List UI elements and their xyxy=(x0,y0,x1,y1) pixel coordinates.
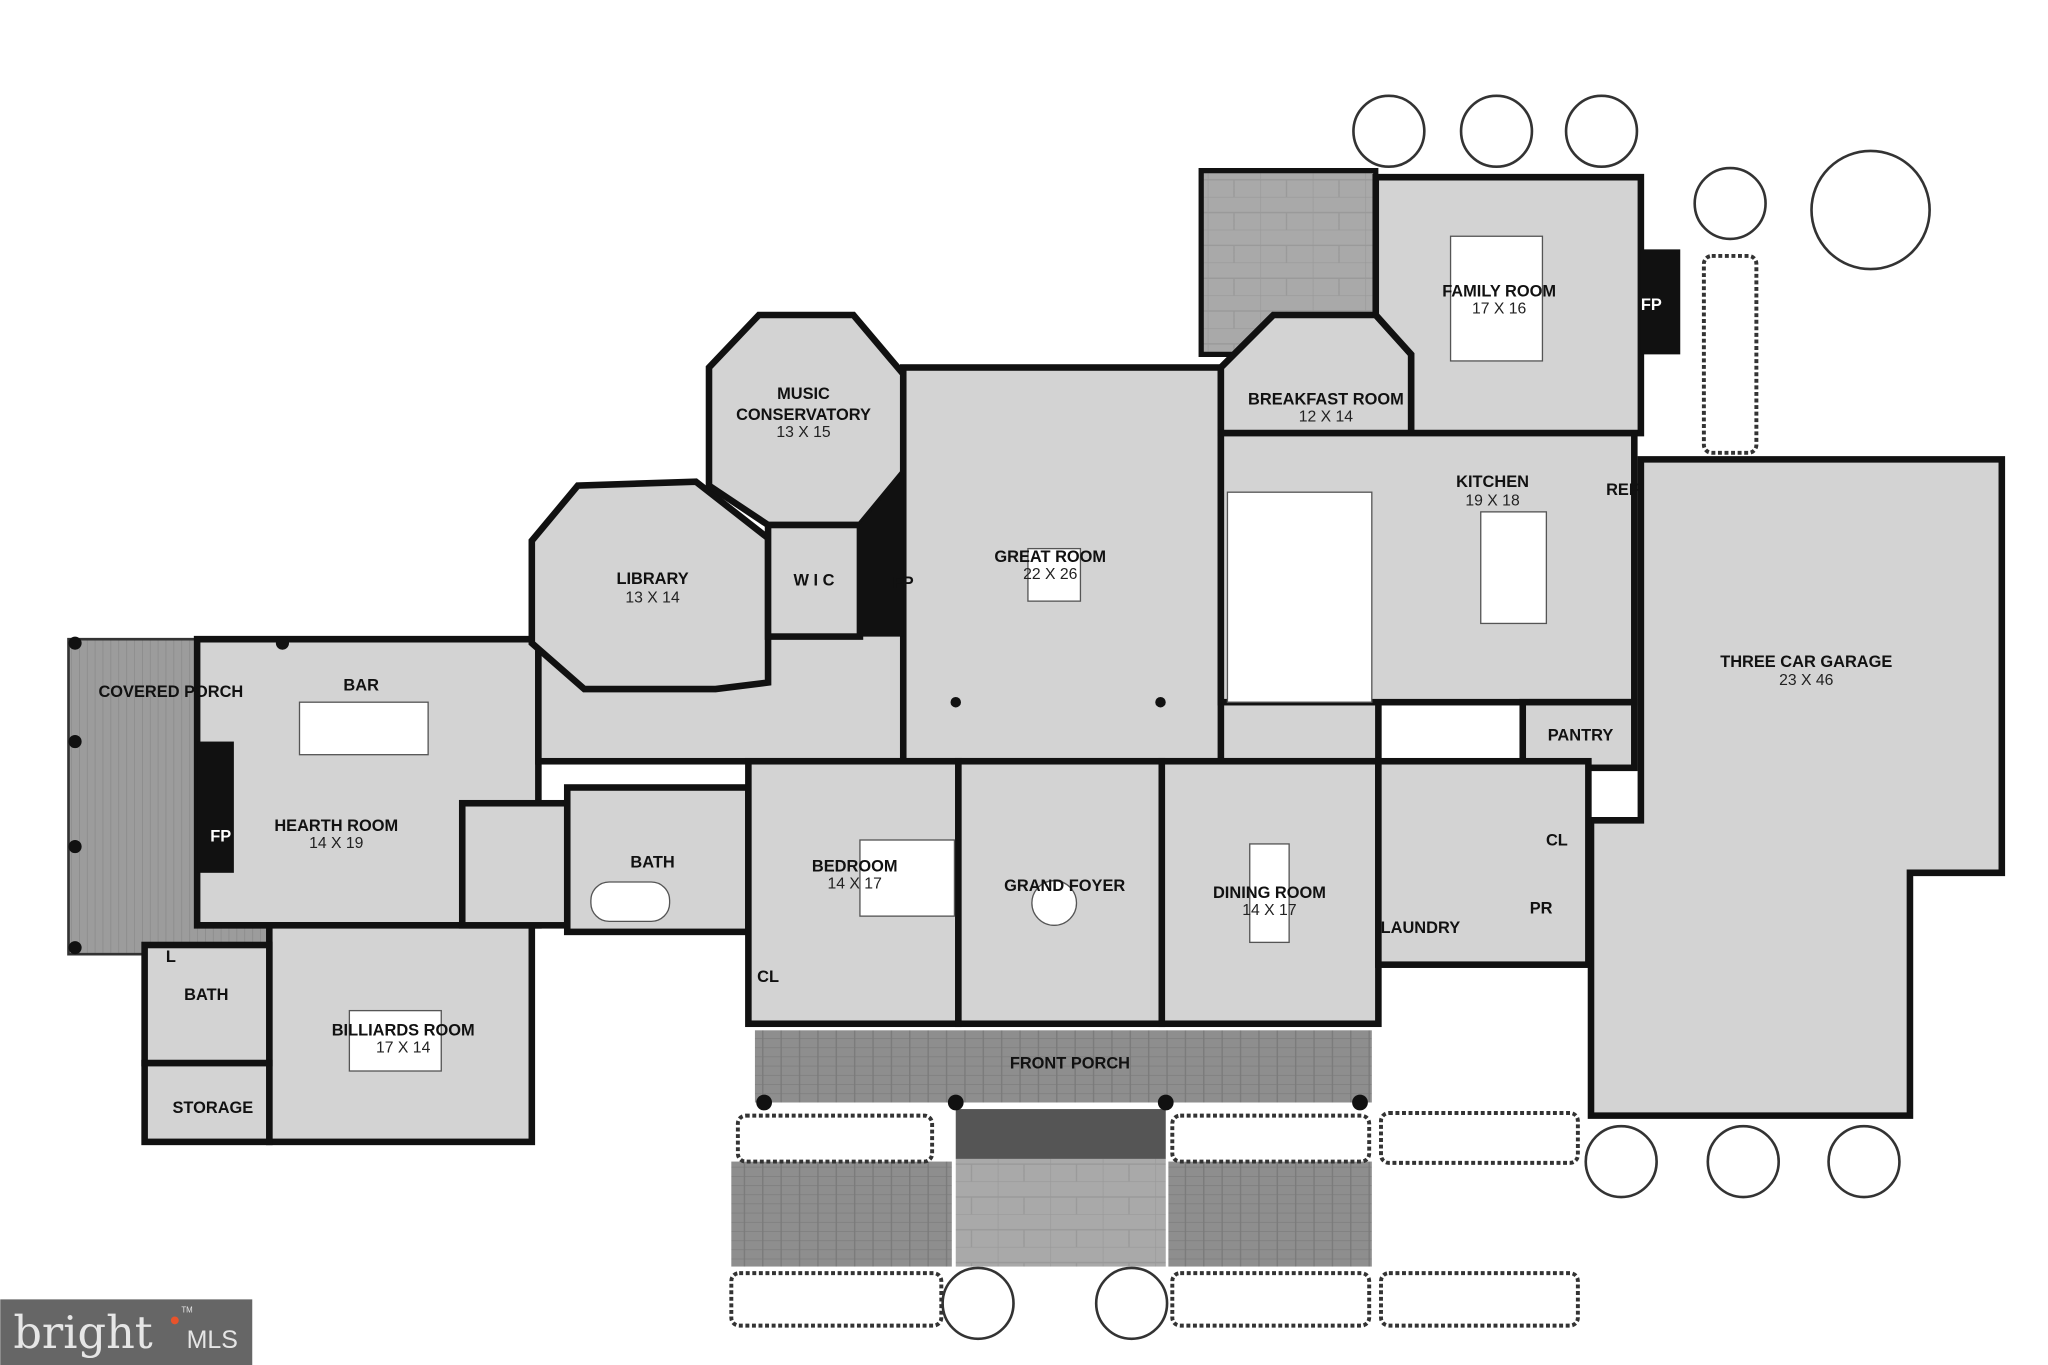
dining-table xyxy=(1249,843,1290,944)
label-cl-garage: CL xyxy=(1546,831,1568,849)
walkway xyxy=(955,1158,1166,1267)
billiard-table xyxy=(348,1009,442,1072)
label-dining-room: DINING ROOM xyxy=(1213,884,1326,902)
fireplace-family xyxy=(1640,249,1681,355)
fireplace-hearth xyxy=(197,741,234,873)
logo-accent-icon xyxy=(170,1316,179,1325)
foyer-table xyxy=(1031,880,1078,926)
dim-great-room: 22 X 26 xyxy=(1023,566,1078,583)
bar-counter xyxy=(298,701,429,756)
dim-breakfast-room: 12 X 14 xyxy=(1299,408,1354,425)
label-ref: REF xyxy=(1606,481,1639,499)
dim-conservatory: 13 X 15 xyxy=(776,424,831,441)
bright-mls-logo: bright TM MLS xyxy=(0,1299,253,1365)
dim-kitchen: 19 X 18 xyxy=(1465,492,1520,509)
label-billiards-room: BILLIARDS ROOM xyxy=(332,1022,475,1040)
bed xyxy=(859,839,956,917)
dim-garage: 23 X 46 xyxy=(1779,672,1834,689)
garage-area xyxy=(1587,456,2006,1119)
label-library: LIBRARY xyxy=(616,570,688,588)
label-front-porch: FRONT PORCH xyxy=(1010,1054,1130,1072)
label-cl-bed: CL xyxy=(757,968,779,986)
porch-columns xyxy=(68,636,1368,1111)
label-bedroom: BEDROOM xyxy=(812,858,898,876)
dim-family-room: 17 X 16 xyxy=(1472,301,1527,318)
label-great-room: GREAT ROOM xyxy=(994,548,1106,566)
great-room-area xyxy=(899,364,1225,765)
label-fp-family: FP xyxy=(1641,296,1662,314)
label-conservatory: CONSERVATORY xyxy=(736,406,871,424)
label-fp-great: FP xyxy=(893,574,914,592)
dim-dining-room: 14 X 17 xyxy=(1242,902,1296,919)
label-pr: PR xyxy=(1530,900,1553,918)
label-laundry: LAUNDRY xyxy=(1381,919,1461,937)
dining-room-area xyxy=(1158,757,1382,1028)
logo-tm: TM xyxy=(181,1306,192,1315)
stairs-main xyxy=(1226,491,1373,703)
label-bar: BAR xyxy=(343,676,379,694)
fireplace-great xyxy=(859,472,904,637)
label-l: L xyxy=(166,948,176,966)
front-porch xyxy=(754,1030,1372,1103)
label-pantry: PANTRY xyxy=(1548,726,1614,744)
sofa-family xyxy=(1449,235,1544,362)
lawn-left xyxy=(731,1161,952,1267)
label-storage: STORAGE xyxy=(172,1099,253,1117)
logo-suffix: MLS xyxy=(187,1326,238,1354)
laundry-pr-area xyxy=(1375,757,1592,968)
dim-hearth-room: 14 X 19 xyxy=(309,835,364,852)
storage-area xyxy=(141,1059,273,1146)
label-fp-hearth: FP xyxy=(210,827,231,845)
label-music: MUSIC xyxy=(777,385,830,403)
label-grand-foyer: GRAND FOYER xyxy=(1004,877,1125,895)
stairs-left xyxy=(458,799,571,929)
front-steps xyxy=(955,1109,1166,1159)
label-wic: W I C xyxy=(794,571,835,589)
kitchen-island xyxy=(1480,511,1548,625)
label-breakfast-room: BREAKFAST ROOM xyxy=(1248,390,1404,408)
logo-brand: bright xyxy=(13,1307,152,1359)
label-bath-left: BATH xyxy=(184,986,228,1004)
dim-billiards-room: 17 X 14 xyxy=(376,1040,431,1057)
tub xyxy=(590,881,671,923)
dim-library: 13 X 14 xyxy=(625,589,680,606)
label-garage: THREE CAR GARAGE xyxy=(1720,653,1892,671)
label-family-room: FAMILY ROOM xyxy=(1442,283,1556,301)
room-labels: COVERED PORCH BAR HEARTH ROOM 14 X 19 FP… xyxy=(98,283,1892,1117)
coffee-table xyxy=(1027,547,1082,602)
label-covered-porch: COVERED PORCH xyxy=(98,683,243,701)
label-bath-mid: BATH xyxy=(630,854,674,872)
dim-bedroom: 14 X 17 xyxy=(828,876,882,893)
label-kitchen: KITCHEN xyxy=(1456,473,1529,491)
trees xyxy=(941,94,1931,1341)
label-hearth-room: HEARTH ROOM xyxy=(274,817,398,835)
lawn-right xyxy=(1168,1161,1372,1267)
library-area xyxy=(528,478,772,693)
hedges xyxy=(729,253,1759,1328)
